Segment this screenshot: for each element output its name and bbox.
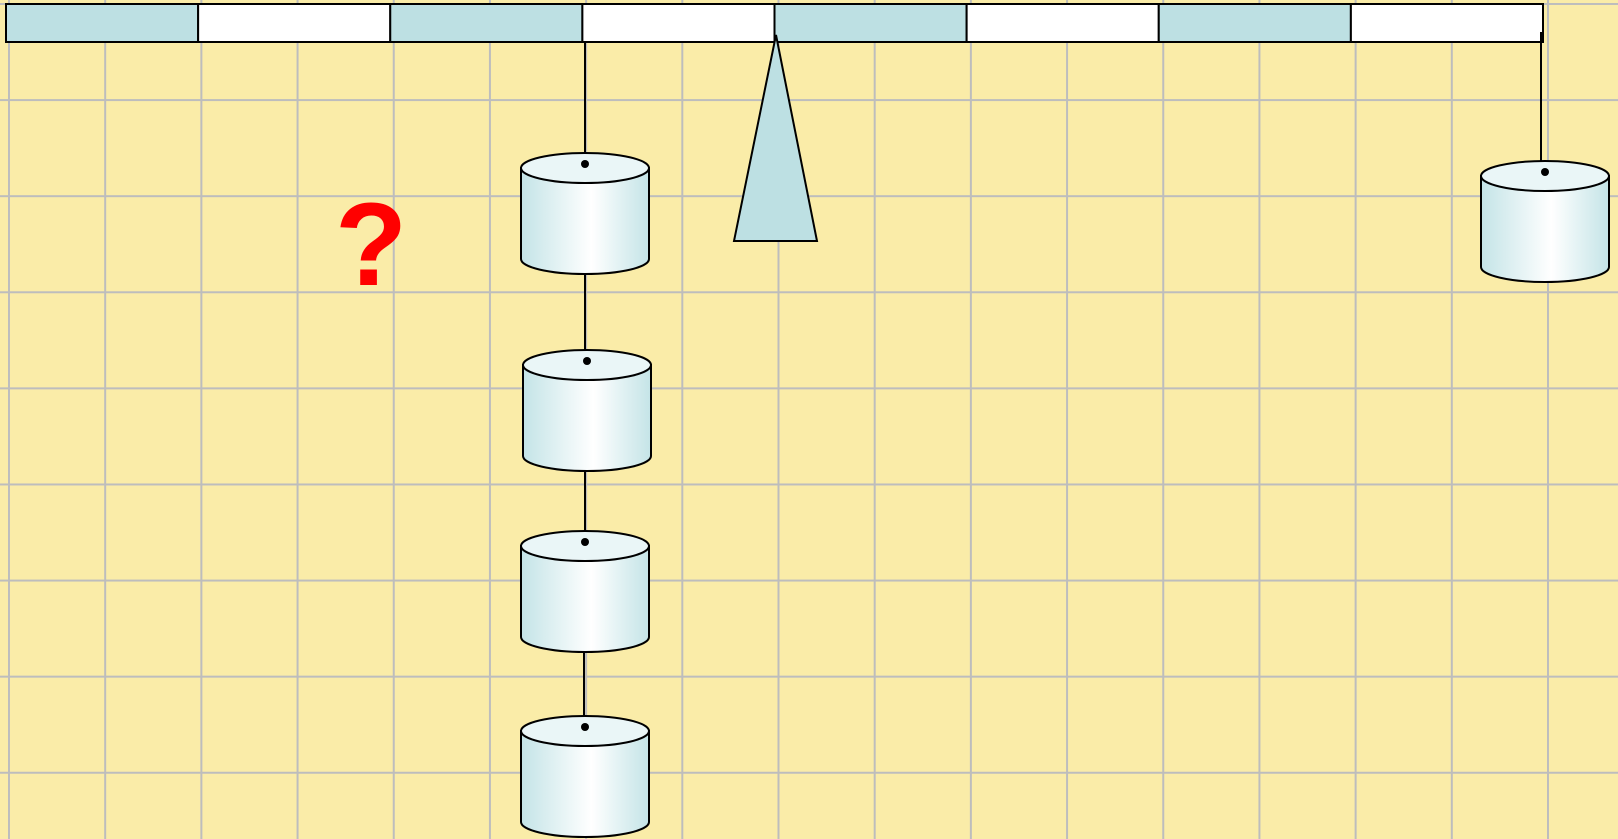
left-weight-1 <box>521 153 649 274</box>
lever-segment <box>775 4 967 42</box>
lever-segment <box>1351 4 1543 42</box>
left-weight-4 <box>521 716 649 837</box>
left-weight-2 <box>523 350 651 471</box>
right-weight-1 <box>1481 161 1609 282</box>
lever-segment <box>582 4 774 42</box>
lever-segment <box>967 4 1159 42</box>
lever-segment <box>1159 4 1351 42</box>
lever-segment <box>390 4 582 42</box>
lever-segment <box>198 4 390 42</box>
weights-group <box>521 153 1609 837</box>
fulcrum-triangle <box>734 35 817 241</box>
lever-segment <box>6 4 198 42</box>
left-weight-3 <box>521 531 649 652</box>
question-mark: ? <box>326 180 416 310</box>
lever-beam <box>6 4 1543 42</box>
